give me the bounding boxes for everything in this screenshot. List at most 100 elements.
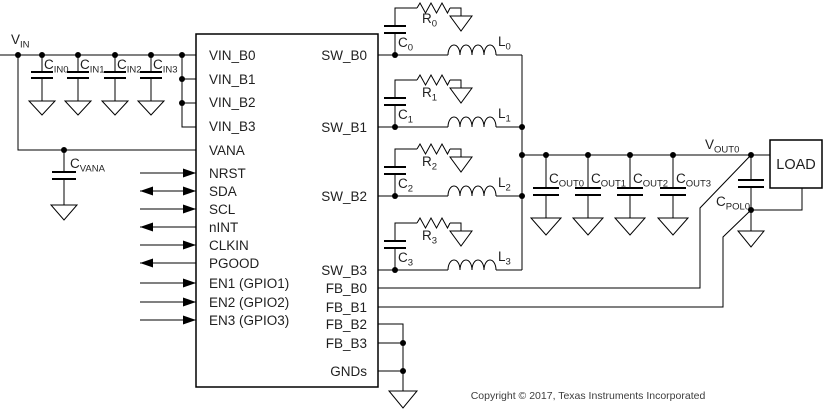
pin-label-fb-b1: FB_B1 [326, 300, 367, 315]
arrowhead-right-icon [183, 240, 196, 250]
input-capacitor-cin1: CIN1 [63, 55, 105, 116]
scl-input-arrow [140, 204, 196, 214]
pin-label-sda: SDA [209, 184, 237, 199]
pin-label-vin-b3: VIN_B3 [209, 119, 256, 134]
fb-b2-ground-wire [378, 323, 404, 391]
capacitor-icon [660, 187, 686, 196]
c3-label: C3 [398, 250, 413, 269]
input-capacitor-cin2: CIN2 [100, 55, 142, 116]
ground-icon [736, 230, 766, 248]
ic-left-pin-labels: VIN_B0 VIN_B1 VIN_B2 VIN_B3 VANA NRST SD… [209, 48, 289, 328]
ground-icon [387, 390, 419, 409]
ground-icon [136, 100, 166, 116]
ic-block [195, 33, 379, 388]
ground-icon [27, 100, 57, 116]
inductor-icon [447, 259, 497, 271]
nrst-input-arrow [140, 168, 196, 178]
ground-icon [49, 204, 79, 221]
pin-label-nrst: NRST [209, 166, 246, 181]
capacitor-icon [31, 71, 53, 79]
feedback-wires [378, 154, 752, 409]
cvana-label: CVANA [70, 156, 106, 175]
pin-label-vin-b2: VIN_B2 [209, 95, 256, 110]
en1-input-arrow [140, 278, 196, 288]
input-capacitor-cin0: CIN0 [27, 55, 69, 116]
pin-label-gnds: GNDs [330, 364, 367, 379]
capacitor-icon [617, 187, 643, 196]
output-capacitor-cout2: COUT2 [613, 155, 668, 236]
capacitor-icon [384, 166, 406, 175]
capacitor-icon [140, 71, 162, 79]
l3-label: L3 [498, 249, 511, 268]
arrowhead-right-icon [183, 278, 196, 288]
phase3-power-stage: R3 C3 L3 [378, 216, 522, 271]
pin-label-vin-b1: VIN_B1 [209, 72, 256, 87]
cout0-label: COUT0 [549, 171, 584, 190]
ground-icon [449, 87, 473, 104]
ground-icon [449, 15, 473, 32]
l2-label: L2 [498, 175, 511, 194]
ground-icon [449, 230, 473, 247]
pin-label-en3: EN3 (GPIO3) [209, 313, 289, 328]
vin-net-label: VIN [11, 32, 30, 51]
resistor-icon [416, 1, 451, 15]
phase2-power-stage: R2 C2 L2 [378, 142, 522, 197]
nint-output-arrow [140, 222, 196, 232]
junction-dots [15, 52, 754, 374]
pin-label-clkin: CLKIN [209, 238, 249, 253]
ground-icon [613, 217, 647, 236]
arrowhead-right-icon [183, 186, 196, 196]
r2-label: R2 [422, 154, 437, 173]
cout1-label: COUT1 [591, 171, 626, 190]
arrowhead-left-icon [140, 222, 153, 232]
cin2-label: CIN2 [117, 57, 142, 76]
l0-label: L0 [498, 34, 511, 53]
pin-label-scl: SCL [209, 202, 236, 217]
pin-label-en1: EN1 (GPIO1) [209, 276, 289, 291]
ground-icon [100, 100, 130, 116]
capacitor-icon [104, 71, 126, 79]
resistor-icon [416, 216, 451, 230]
pin-label-sw-b1: SW_B1 [321, 120, 367, 135]
pol-capacitor-cpol0: CPOL0 [716, 155, 766, 248]
pin-label-fb-b3: FB_B3 [326, 336, 367, 351]
cout3-label: COUT3 [676, 171, 711, 190]
pin-label-fb-b2: FB_B2 [326, 317, 367, 332]
pin-label-sw-b0: SW_B0 [321, 48, 367, 63]
input-capacitor-cin3: CIN3 [136, 55, 178, 116]
ground-icon [656, 217, 690, 236]
c2-label: C2 [398, 176, 413, 195]
clkin-input-arrow [140, 240, 196, 250]
en3-input-arrow [140, 315, 196, 325]
pin-label-fb-b0: FB_B0 [326, 281, 367, 296]
l1-label: L1 [498, 106, 511, 125]
pin-label-vana: VANA [209, 143, 245, 158]
ground-icon [63, 100, 93, 116]
arrowhead-right-icon [183, 315, 196, 325]
capacitor-icon [738, 179, 764, 188]
inductor-icon [447, 44, 497, 56]
pin-label-sw-b3: SW_B3 [321, 263, 367, 278]
output-capacitor-cout0: COUT0 [529, 155, 584, 236]
arrowhead-left-icon [140, 186, 153, 196]
ground-icon [529, 217, 563, 236]
pin-label-pgood: PGOOD [209, 256, 260, 271]
r3-label: R3 [422, 228, 437, 247]
capacitor-icon [67, 71, 89, 79]
phase1-power-stage: R1 C1 L1 [378, 73, 522, 128]
capacitor-icon [384, 97, 406, 106]
capacitor-icon [575, 187, 601, 196]
arrowhead-right-icon [183, 297, 196, 307]
pin-label-vin-b0: VIN_B0 [209, 48, 256, 63]
resistor-icon [416, 142, 451, 156]
c1-label: C1 [398, 107, 413, 126]
en2-input-arrow [140, 297, 196, 307]
load-return-wire [751, 188, 803, 211]
control-signal-arrows [140, 168, 196, 325]
arrowhead-right-icon [183, 168, 196, 178]
load-label: LOAD [776, 157, 816, 173]
cin3-label: CIN3 [153, 57, 178, 76]
ic-right-pin-labels: SW_B0 SW_B1 SW_B2 SW_B3 FB_B0 FB_B1 FB_B… [321, 48, 367, 379]
output-rail [521, 55, 770, 270]
